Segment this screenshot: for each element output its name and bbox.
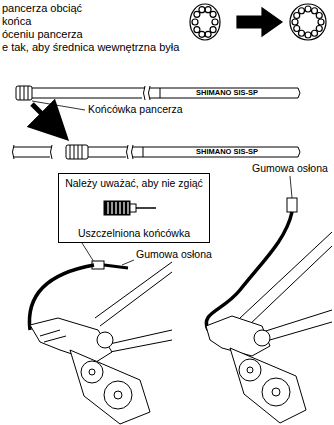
sealed-end-icon <box>104 201 156 215</box>
leader-line <box>82 243 94 262</box>
instruction-text: e tak, aby średnica wewnętrzna była <box>2 41 179 53</box>
part-name: Końcówka pancerza <box>88 104 183 116</box>
housing-print: SHIMANO SIS-SP <box>196 148 258 156</box>
callout-box: Należy uważać, aby nie zgiąćUszczelniona… <box>58 173 210 243</box>
housing-print: SHIMANO SIS-SP <box>196 89 258 97</box>
leader-line <box>122 260 134 265</box>
cable-housing-after <box>13 145 301 159</box>
right-frame-derailleur <box>206 198 332 423</box>
instruction-text: końca <box>2 15 31 27</box>
left-frame-derailleur <box>29 261 172 424</box>
step-arrow <box>32 104 62 134</box>
part-name: Gumowa osłona <box>252 163 328 175</box>
housing-cross-sections <box>190 4 326 40</box>
instruction-text: óceniu pancerza <box>2 28 83 40</box>
instruction-text: pancerza obciąć <box>2 2 82 14</box>
leader-line <box>290 176 292 198</box>
part-name: Gumowa osłona <box>136 249 212 261</box>
warning-text: Należy uważać, aby nie zgiąć <box>65 177 203 189</box>
cable-housing-before <box>16 86 300 100</box>
part-name: Uszczelniona końcówka <box>78 227 190 239</box>
